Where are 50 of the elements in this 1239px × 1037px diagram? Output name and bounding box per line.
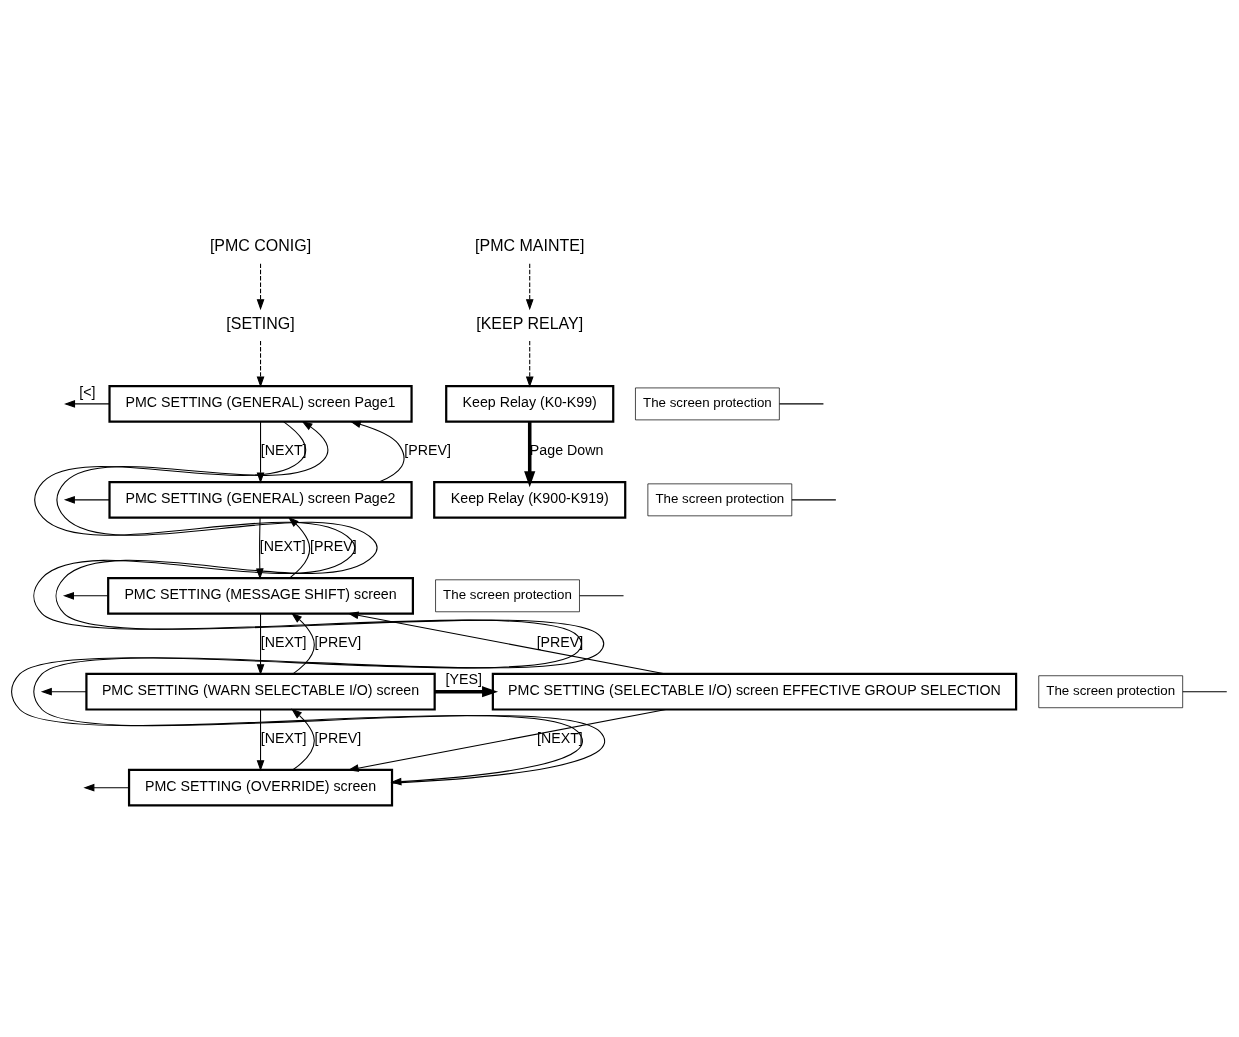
- edge-label: [NEXT]: [537, 730, 583, 747]
- node-box: Keep Relay (K900-K919): [433, 480, 627, 519]
- edge-label: Page Down: [529, 442, 604, 459]
- node-text: [KEEP RELAY]: [476, 314, 584, 332]
- node-text: [SETING]: [226, 314, 295, 332]
- arrow: [349, 420, 405, 483]
- arrow: [83, 783, 130, 792]
- edge-label: [PREV]: [314, 730, 362, 747]
- connector: [791, 499, 837, 501]
- arrow: [256, 263, 265, 311]
- arrow: [524, 422, 536, 488]
- arrow: [347, 611, 667, 675]
- arrow: [287, 516, 311, 579]
- node-box: PMC SETTING (WARN SELECTABLE I/O) screen: [85, 672, 436, 711]
- arrow: [347, 708, 667, 772]
- node-box: The screen protection: [647, 483, 793, 517]
- edge-label: [PREV]: [404, 442, 451, 459]
- edge-label: [NEXT]: [259, 538, 306, 555]
- node-box: PMC SETTING (GENERAL) screen Page2: [108, 480, 413, 519]
- arrow: [62, 591, 109, 600]
- node-box: PMC SETTING (SELECTABLE I/O) screen EFFECTIVE GROUP SELECTION: [491, 672, 1018, 711]
- arrow: [525, 263, 534, 311]
- node-text: [PMC CONIG]: [209, 237, 312, 255]
- edge-label: [NEXT]: [260, 730, 307, 747]
- connector: [778, 403, 824, 405]
- arrow: [525, 340, 534, 388]
- node-box: The screen protection: [635, 387, 780, 421]
- arrow: [63, 495, 110, 504]
- node-box: The screen protection: [1038, 675, 1184, 709]
- node-box: PMC SETTING (GENERAL) screen Page1: [108, 385, 413, 423]
- arrow: [256, 613, 265, 676]
- arrow: [40, 687, 87, 696]
- arrow: [255, 517, 264, 580]
- arrow: [291, 708, 315, 771]
- arrow: [434, 686, 499, 698]
- edge-label: [PREV]: [314, 634, 362, 651]
- arrow: [256, 340, 265, 388]
- arrow: [256, 709, 265, 772]
- connector: [579, 595, 625, 597]
- node-text: [PMC MAINTE]: [475, 237, 585, 255]
- node-box: Keep Relay (K0-K99): [445, 385, 615, 423]
- node-box: PMC SETTING (OVERRIDE) screen: [127, 768, 394, 807]
- edge-label: [NEXT]: [260, 634, 307, 651]
- edge-label: [YES]: [445, 671, 482, 688]
- arrow: [291, 612, 315, 675]
- connector: [1182, 691, 1228, 693]
- node-box: The screen protection: [435, 579, 580, 613]
- arrow: [64, 400, 110, 408]
- node-box: PMC SETTING (MESSAGE SHIFT) screen: [107, 576, 414, 615]
- edge-label: [<]: [79, 383, 96, 400]
